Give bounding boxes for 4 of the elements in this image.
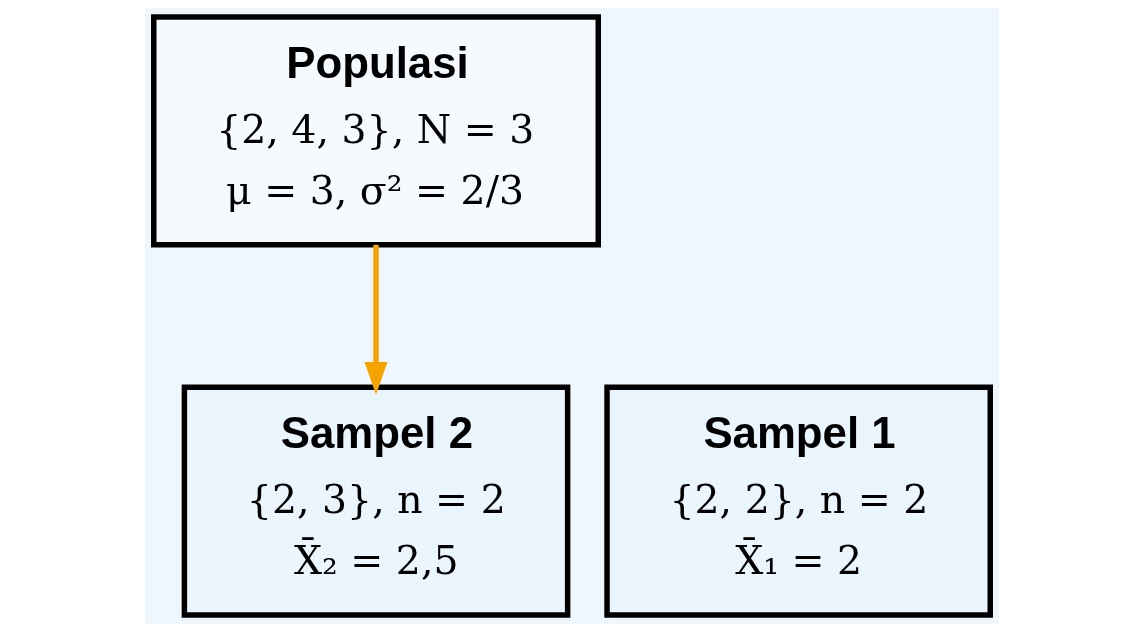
node-box: Populasi {2, 4, 3}, N = 3 μ = 3, σ² = 2/3 (151, 14, 601, 248)
arrow (364, 244, 388, 395)
node-box: Sampel 1 {2, 2}, n = 2 X̄₁ = 2 (604, 384, 993, 618)
node-box: Sampel 2 {2, 3}, n = 2 X̄₂ = 2,5 (181, 384, 571, 618)
